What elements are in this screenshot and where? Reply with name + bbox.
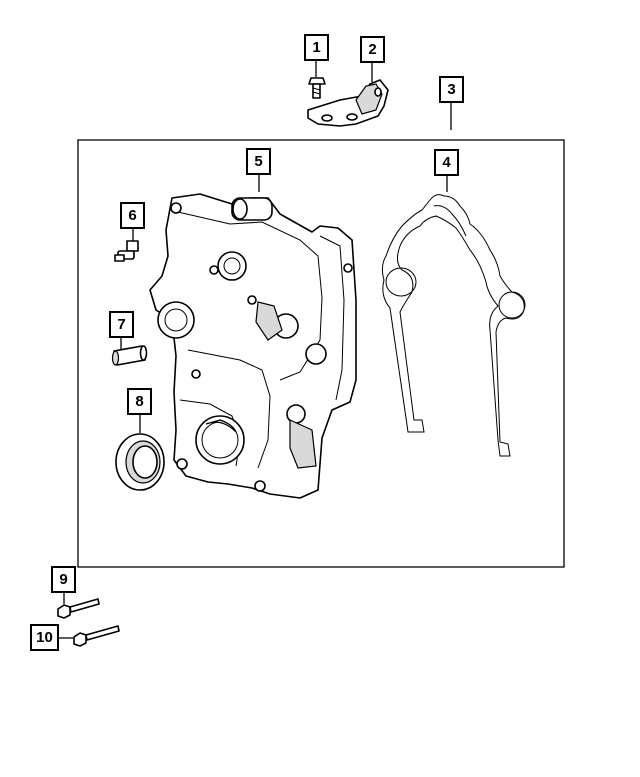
assembly-frame [77,139,565,568]
callout-label: 5 [254,153,262,170]
callout-label: 8 [135,393,143,410]
callout-label: 10 [36,629,53,646]
part-5-timing-cover[interactable] [149,193,357,499]
callout-5: 5 [246,148,271,175]
part-4-gasket[interactable] [381,194,526,457]
part-6-fitting[interactable] [114,240,139,262]
part-1-bolt[interactable] [308,77,326,99]
callout-label: 3 [447,81,455,98]
callout-label: 7 [117,316,125,333]
part-9-bolt[interactable] [57,598,100,619]
part-7-dowel[interactable] [111,345,148,366]
callout-4: 4 [434,149,459,176]
part-2-bracket[interactable] [307,79,389,127]
callout-label: 2 [368,41,376,58]
callout-2: 2 [360,36,385,63]
callout-label: 1 [312,39,320,56]
callout-10: 10 [30,624,59,651]
callout-3: 3 [439,76,464,103]
callout-9: 9 [51,566,76,593]
callout-label: 9 [59,571,67,588]
callout-7: 7 [109,311,134,338]
part-10-bolt[interactable] [73,625,120,647]
callout-8: 8 [127,388,152,415]
callout-label: 6 [128,207,136,224]
leader-lines [58,61,452,639]
callout-6: 6 [120,202,145,229]
part-8-seal[interactable] [115,433,165,491]
callout-label: 4 [442,154,451,171]
callout-1: 1 [304,34,329,61]
